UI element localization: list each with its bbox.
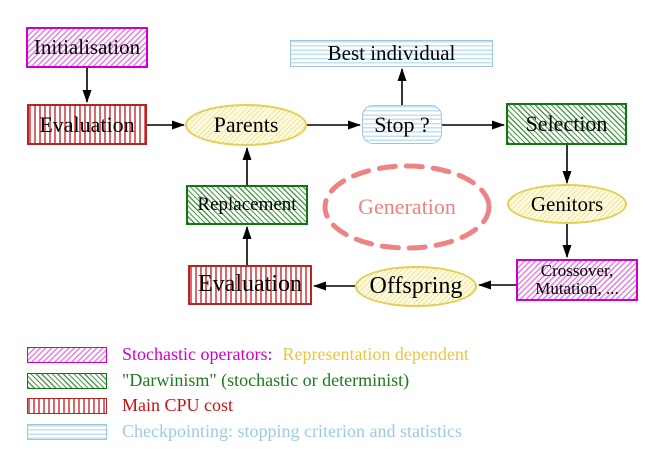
legend-row-checkpointing: Checkpointing: stopping criterion and st… [27, 421, 462, 442]
node-initialisation: Initialisation [26, 27, 148, 68]
legend-text-representation-dependent: Representation dependent [282, 344, 469, 364]
node-evaluation-top: Evaluation [27, 104, 147, 145]
legend-swatch-red-vlines [27, 397, 107, 414]
generation-cycle-label: Generation [322, 163, 492, 251]
node-replacement-label: Replacement [197, 194, 297, 216]
node-evaluation-top-label: Evaluation [39, 111, 135, 137]
node-offspring: Offspring [355, 266, 477, 307]
node-best-individual-label: Best individual [327, 41, 456, 66]
legend-swatch-cyan-hlines [27, 423, 107, 440]
legend-text-main-cpu-cost: Main CPU cost [122, 395, 234, 415]
legend-text-darwinism: "Darwinism" (stochastic or determinist) [122, 370, 410, 390]
node-evaluation-bottom: Evaluation [188, 265, 312, 305]
node-selection: Selection [506, 103, 627, 145]
node-genitors: Genitors [507, 184, 627, 224]
legend-swatch-magenta-hatch [27, 346, 107, 363]
node-crossover-label-line2: Mutation, ... [535, 279, 619, 298]
node-parents-label: Parents [213, 112, 279, 138]
node-replacement: Replacement [186, 185, 308, 225]
node-stop-test-label: Stop ? [374, 111, 430, 137]
legend-row-stochastic-operators: Stochastic operators: Representation dep… [27, 344, 469, 365]
legend-text-checkpointing: Checkpointing: stopping criterion and st… [122, 421, 462, 441]
legend-text-stochastic-operators: Stochastic operators: [122, 344, 273, 364]
node-genitors-label: Genitors [530, 191, 604, 216]
node-best-individual: Best individual [290, 40, 493, 67]
node-crossover-label-line1: Crossover, [540, 261, 614, 281]
legend-row-main-cpu-cost: Main CPU cost [27, 395, 233, 416]
node-evaluation-bottom-label: Evaluation [198, 271, 302, 298]
generation-cycle-text: Generation [358, 194, 456, 219]
node-offspring-label: Offspring [369, 272, 463, 299]
legend-row-darwinism: "Darwinism" (stochastic or determinist) [27, 370, 409, 391]
node-initialisation-label: Initialisation [33, 35, 141, 60]
node-parents: Parents [185, 104, 307, 146]
node-crossover-mutation: Crossover, Mutation, ... [516, 259, 638, 301]
node-stop-test: Stop ? [362, 105, 442, 144]
node-selection-label: Selection [525, 111, 608, 137]
legend-swatch-green-hatch [27, 372, 107, 389]
